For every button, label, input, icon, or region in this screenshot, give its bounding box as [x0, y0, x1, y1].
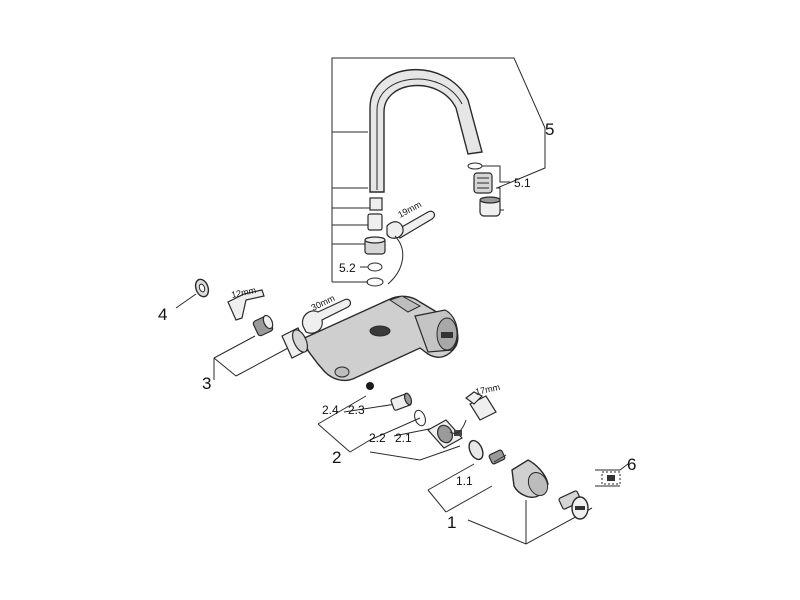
inlet-port — [334, 366, 350, 378]
tool-arrow — [387, 235, 404, 285]
callout-2-2: 2.2 — [369, 431, 386, 445]
spout-assembly: 19mm 5 5.1 5.2 — [331, 57, 554, 287]
leader-line-4 — [175, 293, 197, 309]
handle-set-1: 1.1 1 — [427, 439, 593, 545]
leader-line-2-3 — [343, 403, 397, 413]
callout-5: 5 — [545, 120, 554, 139]
spout-nipple — [369, 197, 383, 211]
leader-line-1-1b — [427, 489, 447, 513]
callout-1: 1 — [447, 513, 456, 532]
connection-set-3: 12mm 30mm 3 — [202, 285, 352, 393]
handle-ring — [468, 439, 484, 461]
callout-2-1: 2.1 — [395, 431, 412, 445]
handle-face — [527, 471, 549, 497]
wrench-19mm-head — [386, 221, 404, 239]
spout-highlight — [376, 78, 463, 190]
cap-set-box — [601, 471, 621, 485]
o-ring — [367, 262, 383, 272]
allen-key-12mm-icon — [227, 289, 265, 321]
rosette-4: 4 — [158, 278, 210, 324]
callout-2-4: 2.4 — [322, 403, 339, 417]
callout-2: 2 — [332, 448, 341, 467]
cap-set-icon — [607, 475, 615, 481]
cap-set-6: 6 — [595, 455, 636, 487]
rosette-hole — [198, 283, 206, 293]
handle-adapter — [488, 449, 506, 465]
cartridge-face — [437, 424, 453, 444]
leader-line-5-1 — [482, 165, 510, 183]
callout-2-3: 2.3 — [348, 403, 365, 417]
callout-5-2: 5.2 — [339, 261, 356, 275]
adapter-thread — [493, 454, 507, 463]
brand-badge — [441, 332, 453, 338]
cover-nut-face — [291, 329, 309, 353]
seal-dot — [366, 382, 374, 390]
leader-line-5-1b — [496, 187, 504, 211]
spout-tube — [369, 69, 483, 193]
leader-line-5 — [331, 57, 546, 189]
indicator-cap-logo — [575, 506, 585, 510]
callout-6: 6 — [627, 455, 636, 474]
callout-3: 3 — [202, 374, 211, 393]
leader-line-2-4 — [317, 395, 367, 425]
callout-1-1: 1.1 — [456, 474, 473, 488]
wrench-30mm-icon — [301, 298, 352, 334]
tool-arrow-17 — [449, 419, 467, 434]
leader-line-6 — [595, 463, 629, 471]
tool-label-17mm: 17mm — [474, 382, 501, 397]
leader-line-2 — [349, 439, 371, 453]
check-valve-end — [403, 392, 413, 406]
callout-5-1: 5.1 — [514, 176, 531, 190]
wrench-17mm-top — [465, 391, 484, 405]
leader-line-3b — [213, 335, 256, 359]
spout-adapter — [367, 213, 383, 231]
leader-line-1-1c — [445, 485, 493, 513]
leader-line-1-1a — [427, 463, 475, 491]
leader-line-2-2 — [369, 417, 421, 441]
leader-line-2-left — [317, 423, 351, 453]
aerator-housing-rim — [479, 196, 501, 204]
seal-ring — [366, 277, 384, 287]
body-top-face — [388, 295, 422, 313]
leader-line-3a — [235, 346, 291, 377]
leader-line-3c — [213, 357, 237, 377]
callout-4: 4 — [158, 305, 167, 324]
leader-line-2-bottom — [369, 445, 461, 461]
mixer-body — [298, 295, 459, 382]
aerator-washer — [467, 162, 483, 170]
spout-seat-hole — [369, 325, 391, 337]
eccentric-face — [262, 314, 274, 330]
spout-nut-top — [364, 236, 386, 244]
cartridge-o-ring — [414, 409, 426, 427]
